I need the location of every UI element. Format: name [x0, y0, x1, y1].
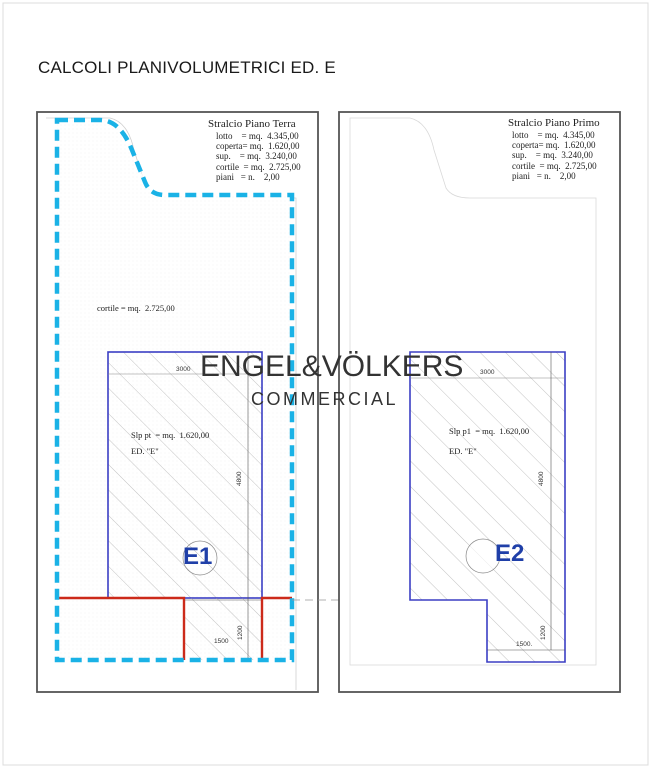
watermark-sub: COMMERCIAL [251, 389, 399, 409]
left-ed-label: ED. "E" [131, 446, 159, 456]
right-stat-cortile: cortile = mq. 2.725,00 [512, 160, 597, 171]
right-stats-block: Stralcio Piano Primo lotto = mq. 4.345,0… [508, 117, 600, 181]
right-dim-small: 1200 [540, 625, 547, 640]
cortile-boundary [54, 117, 295, 663]
e2-circle-marker [465, 538, 501, 574]
left-stat-coperta: coperta= mq. 1.620,00 [216, 141, 300, 152]
left-dim-side: 4800 [236, 471, 243, 486]
watermark-brand: ENGEL&VÖLKERS [200, 350, 464, 383]
building-e2 [409, 351, 566, 663]
left-dim-small: 1200 [237, 625, 244, 640]
right-stat-lotto: lotto = mq. 4.345,00 [512, 130, 595, 140]
right-panel-heading: Stralcio Piano Primo [508, 117, 600, 129]
left-stat-cortile: cortile = mq. 2.725,00 [216, 161, 301, 172]
left-panel-heading: Stralcio Piano Terra [208, 118, 296, 130]
left-stat-lotto: lotto = mq. 4.345,00 [216, 131, 299, 141]
right-stat-piani: piani = n. 2,00 [512, 170, 576, 181]
red-wall-left [57, 596, 186, 660]
right-slp-label: Slp p1 = mq. 1.620,00 [449, 426, 530, 436]
left-stat-sup: sup. = mq. 3.240,00 [216, 151, 297, 162]
building-e1 [107, 351, 263, 599]
right-stat-coperta: coperta= mq. 1.620,00 [512, 140, 596, 151]
e1-badge: E1 [183, 543, 213, 570]
left-dim-bottom: 1500 [214, 638, 229, 645]
left-dim-top: 3000 [176, 366, 191, 373]
right-lot-outline [349, 117, 597, 666]
cortile-area-label: cortile = mq. 2.725,00 [97, 303, 175, 313]
building-e1-extension [184, 598, 262, 660]
page-title: CALCOLI PLANIVOLUMETRICI ED. E [38, 58, 336, 77]
left-slp-label: Slp pt = mq. 1.620,00 [131, 430, 210, 440]
right-stat-sup: sup. = mq. 3.240,00 [512, 150, 593, 161]
red-wall-right [260, 596, 292, 660]
right-dim-bottom: 1500. [516, 641, 533, 648]
e2-badge: E2 [495, 540, 525, 567]
right-dim-side: 4800 [538, 471, 545, 486]
left-stats-block: Stralcio Piano Terra lotto = mq. 4.345,0… [208, 118, 301, 182]
e1-circle-marker [182, 540, 218, 576]
right-ed-label: ED. "E" [449, 446, 477, 456]
right-dim-top: 3000 [480, 369, 495, 376]
left-stat-piani: piani = n. 2,00 [216, 171, 280, 182]
